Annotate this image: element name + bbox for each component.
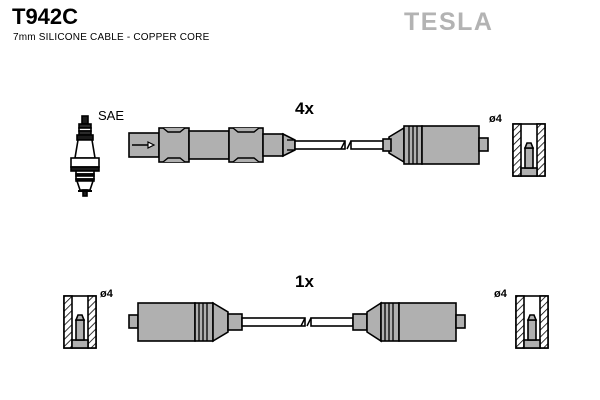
diameter-label-bottom-left: ø4 — [100, 288, 113, 300]
spark-plug-icon — [70, 115, 100, 197]
part-description: 7mm SILICONE CABLE - COPPER CORE — [13, 32, 210, 43]
page-title: T942C — [12, 4, 79, 29]
bottom-cable-assembly — [63, 295, 549, 349]
diameter-label-top-right: ø4 — [489, 113, 502, 125]
terminal-cup-section-bottom-left — [63, 295, 97, 349]
quantity-label-top: 4x — [295, 99, 314, 118]
terminal-cup-section-top-right — [512, 123, 546, 177]
quantity-label-bottom: 1x — [295, 272, 314, 291]
top-cable-assembly — [128, 123, 546, 177]
brand-logo: TESLA — [404, 8, 494, 36]
sae-label: SAE — [98, 108, 125, 123]
terminal-cup-section-bottom-right — [515, 295, 549, 349]
diameter-label-bottom-right: ø4 — [494, 288, 507, 300]
